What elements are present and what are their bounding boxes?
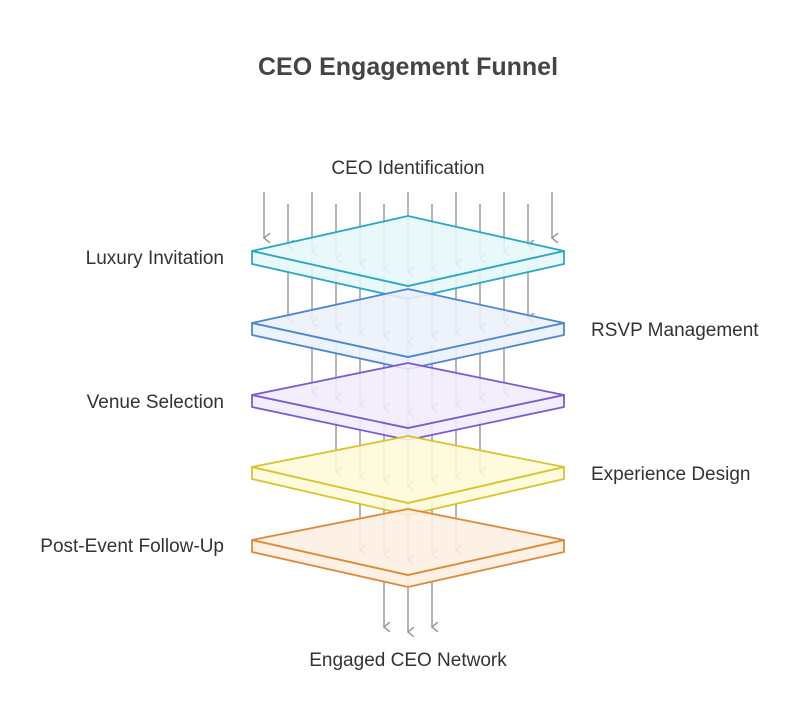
input-label: CEO Identification xyxy=(331,158,484,179)
layer-top xyxy=(251,435,565,504)
layer-label: RSVP Management xyxy=(591,320,759,341)
layer-label: Post-Event Follow-Up xyxy=(40,536,224,557)
layer-top xyxy=(251,362,565,429)
funnel-layer xyxy=(251,508,565,588)
layer-label: Luxury Invitation xyxy=(86,248,224,269)
funnel-layers xyxy=(251,215,565,588)
funnel-layer xyxy=(251,215,565,300)
layer-top xyxy=(251,288,565,358)
diagram-title: CEO Engagement Funnel xyxy=(258,53,558,81)
layer-top xyxy=(251,508,565,576)
funnel-layer xyxy=(251,435,565,516)
layer-label: Venue Selection xyxy=(87,392,224,413)
layer-label: Experience Design xyxy=(591,464,750,485)
funnel-layer xyxy=(251,362,565,441)
output-label: Engaged CEO Network xyxy=(309,650,507,671)
funnel-layer xyxy=(251,288,565,370)
layer-top xyxy=(251,215,565,287)
